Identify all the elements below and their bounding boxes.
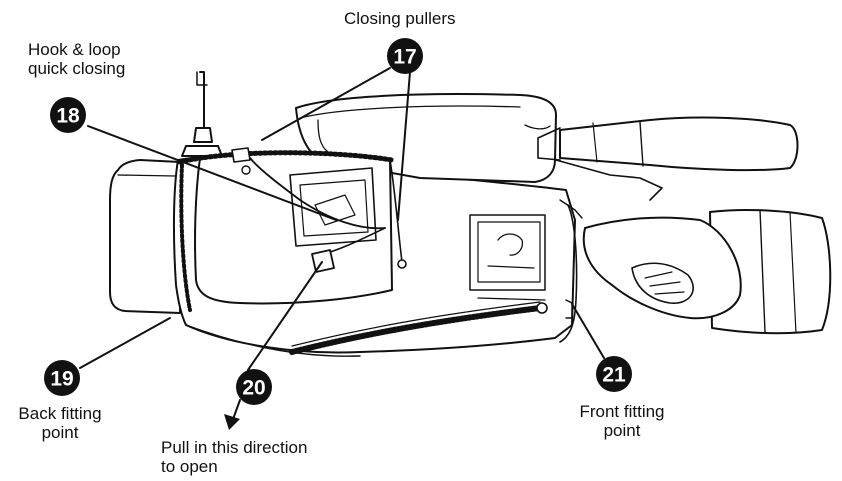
label-back-fitting-line1: Back fitting [10, 404, 110, 423]
label-pull-direction: Pull in this direction to open [161, 438, 307, 476]
svg-text:19: 19 [50, 368, 73, 391]
pull-arrow-icon [224, 414, 240, 430]
label-pull-line2: to open [161, 457, 307, 476]
zipper-tab [312, 250, 334, 272]
callout-19: 19 [44, 360, 80, 396]
label-front-fitting-line2: point [566, 421, 678, 440]
svg-text:20: 20 [242, 377, 265, 400]
callout-20: 20 [236, 369, 272, 405]
callout-21: 21 [596, 356, 632, 392]
svg-text:17: 17 [393, 46, 416, 69]
label-back-fitting-line2: point [10, 423, 110, 442]
back-pad [110, 160, 180, 313]
callout-17: 17 [387, 38, 423, 74]
hand-grip [584, 218, 741, 319]
svg-text:21: 21 [602, 364, 626, 387]
label-hook-loop: Hook & loop quick closing [28, 40, 125, 78]
label-front-fitting-line1: Front fitting [566, 402, 678, 421]
leader-21 [572, 304, 604, 358]
label-hook-loop-line1: Hook & loop [28, 40, 125, 59]
leader-19 [80, 318, 170, 368]
camera-cover-drawing [110, 72, 830, 356]
label-front-fitting: Front fitting point [566, 402, 678, 440]
callout-18: 18 [50, 97, 86, 133]
antenna [200, 72, 204, 128]
label-back-fitting: Back fitting point [10, 404, 110, 442]
label-hook-loop-line2: quick closing [28, 59, 125, 78]
label-pull-line1: Pull in this direction [161, 438, 307, 457]
svg-text:18: 18 [56, 105, 80, 128]
label-closing-pullers: Closing pullers [344, 9, 456, 28]
